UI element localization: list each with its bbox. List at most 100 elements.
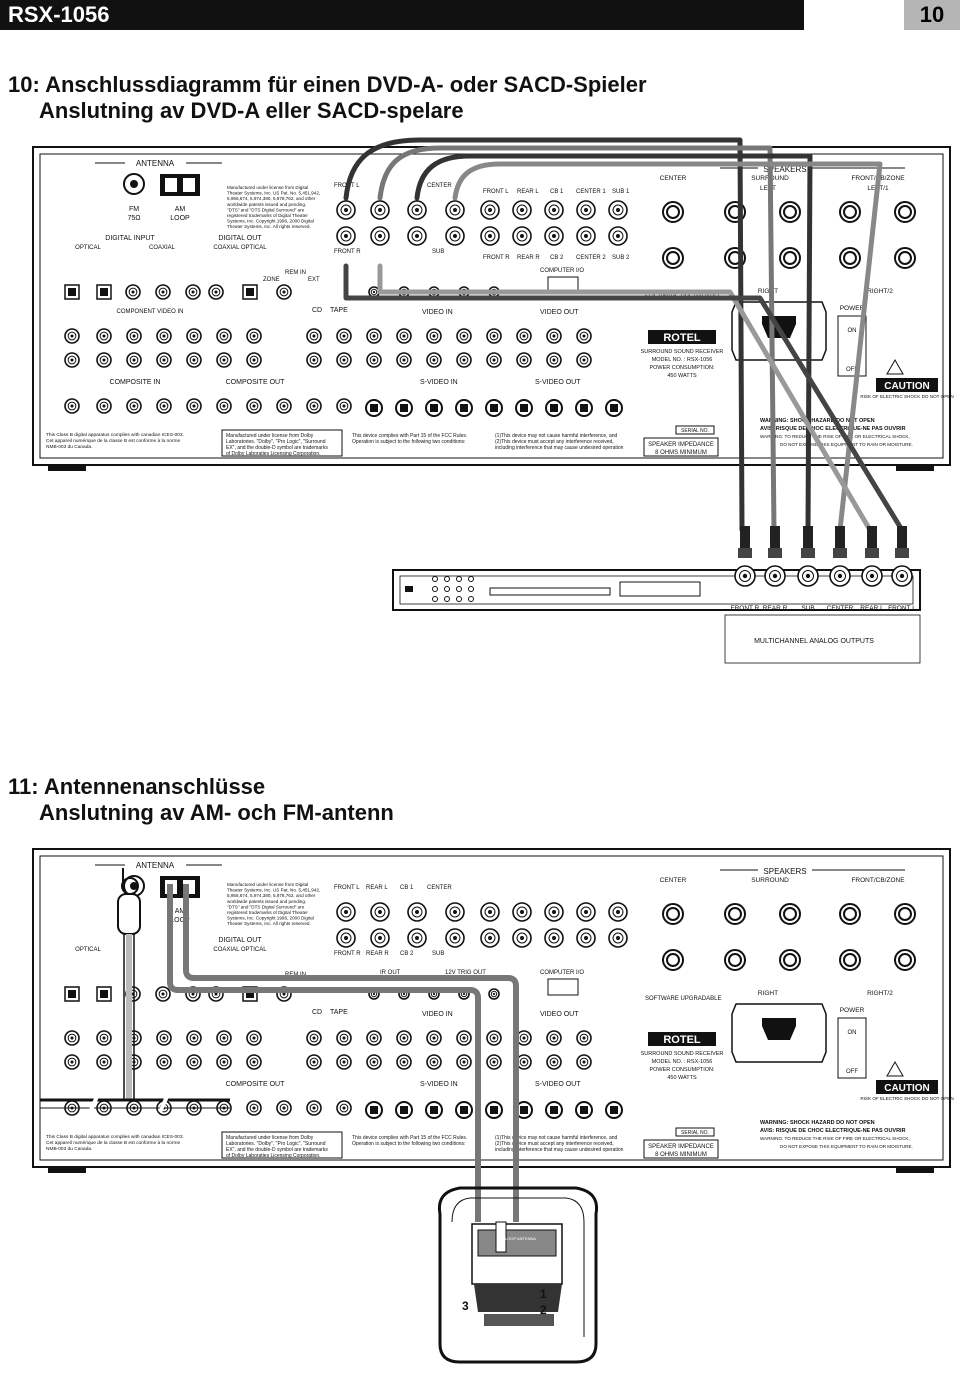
- rca-jack: [797, 565, 819, 587]
- rca-jack: [96, 1030, 112, 1046]
- fm-ohm-label: 75Ω: [127, 215, 140, 222]
- rotel-logo-2: ROTEL: [663, 1034, 701, 1046]
- fcc-text: This device complies with Part 15 of the…: [352, 433, 469, 445]
- rca-jack: [456, 328, 472, 344]
- multi-cb1-2: CB 1: [400, 885, 414, 891]
- rca-jack: [366, 352, 382, 368]
- rca-jack: [64, 328, 80, 344]
- rca-jack: [396, 1054, 412, 1070]
- multi-front-r-2: FRONT R: [334, 951, 361, 957]
- multi-center-2: CENTER: [427, 885, 452, 891]
- video-out-label-2: VIDEO OUT: [540, 1011, 579, 1018]
- rca-jack: [576, 928, 596, 948]
- caution-label-2: CAUTION: [884, 1083, 930, 1094]
- rca-jack: [445, 200, 465, 220]
- section-11-title-sv: Anslutning av AM- och FM-antenn: [39, 800, 394, 825]
- rca-jack: [480, 928, 500, 948]
- impedance-label-2: SPEAKER IMPEDANCE: [648, 1144, 714, 1150]
- rca-jack: [96, 398, 112, 414]
- am-label-2: AM: [175, 908, 186, 915]
- computer-io-label-2: COMPUTER I/O: [540, 970, 584, 976]
- rca-jack: [155, 284, 171, 300]
- rca-jack: [246, 1054, 262, 1070]
- rca-jack: [370, 200, 390, 220]
- rca-jack: [306, 398, 322, 414]
- speaker-terminal: [724, 949, 746, 971]
- rca-jack: [608, 902, 628, 922]
- model-name: RSX-1056: [0, 0, 124, 30]
- rca-jack: [456, 1054, 472, 1070]
- am-loop-antenna-label: AM LOOP ANTENNA: [498, 1236, 536, 1241]
- step-3: 3: [462, 1299, 469, 1313]
- dts-license-text-2: Manufactured under license from Digital …: [227, 882, 321, 926]
- rca-jack: [336, 328, 352, 344]
- rca-jack: [445, 226, 465, 246]
- rca-jack: [576, 1030, 592, 1046]
- rca-jack: [516, 1030, 532, 1046]
- rca-jack: [336, 1030, 352, 1046]
- zone-label: ZONE: [263, 277, 280, 283]
- rca-plug: [738, 526, 752, 558]
- rca-jack: [480, 902, 500, 922]
- speaker-terminal: [839, 949, 861, 971]
- rca-jack: [544, 200, 564, 220]
- power-consumption: POWER CONSUMPTION:: [649, 365, 715, 371]
- svideo-jack: [485, 1101, 503, 1119]
- antenna-label-2: ANTENNA: [136, 861, 175, 870]
- rca-jack: [276, 1100, 292, 1116]
- speaker-terminal: [894, 247, 916, 269]
- rca-jack: [64, 398, 80, 414]
- speaker-terminal: [779, 903, 801, 925]
- rca-jack: [366, 1030, 382, 1046]
- player-button: [468, 586, 474, 592]
- rca-jack: [512, 226, 532, 246]
- ir-out-label: IR OUT: [380, 970, 401, 976]
- rca-jack: [186, 352, 202, 368]
- rca-jack: [426, 1054, 442, 1070]
- antenna-label: ANTENNA: [136, 159, 175, 168]
- player-output-label: FRONT R: [731, 605, 760, 612]
- fcc-conditions-2: (1)This device may not cause harmful int…: [495, 1135, 624, 1153]
- speaker-terminal: [662, 247, 684, 269]
- serial-label-2: SERIAL NO.: [681, 1130, 709, 1136]
- rca-jack: [336, 398, 352, 414]
- section-10-title-sv: Anslutning av DVD-A eller SACD-spelare: [39, 98, 464, 123]
- dvd-connection-diagram: ANTENNA FM 75Ω AM LOOP Manufactured unde…: [32, 137, 954, 664]
- speaker-terminal: [894, 903, 916, 925]
- rca-plug: [833, 526, 847, 558]
- rca-jack: [276, 284, 292, 300]
- multi-front-r: FRONT R: [334, 249, 361, 255]
- fcc-conditions: (1)This device may not cause harmful int…: [495, 433, 624, 451]
- caution-label: CAUTION: [884, 381, 930, 392]
- rca-jack: [306, 1100, 322, 1116]
- speaker-terminal: [662, 903, 684, 925]
- page-number: 10: [904, 0, 960, 30]
- rca-jack: [96, 328, 112, 344]
- digital-out-label: DIGITAL OUT: [218, 235, 262, 242]
- surround-right-label: RIGHT: [758, 288, 778, 295]
- video-in-label-2: VIDEO IN: [422, 1011, 453, 1018]
- rca-plug: [801, 526, 815, 558]
- rca-plug: [895, 526, 909, 558]
- rem-in-label: REM IN: [285, 270, 306, 276]
- impedance-min: 8 OHMS MINIMUM: [655, 450, 707, 456]
- section-11-title-de: 11: Antennenanschlüsse: [8, 774, 266, 799]
- speaker-terminal: [839, 247, 861, 269]
- rca-jack: [216, 352, 232, 368]
- rca-jack: [370, 928, 390, 948]
- rca-jack: [96, 1054, 112, 1070]
- optical-port: [96, 986, 112, 1002]
- warning-line3: WARNING: TO REDUCE THE RISK OF FIRE OR E…: [760, 434, 910, 439]
- rca-jack: [156, 328, 172, 344]
- right2-label-2: RIGHT/2: [867, 990, 893, 997]
- rca-jack: [246, 352, 262, 368]
- pre-front-l: FRONT L: [483, 189, 509, 195]
- svideo-jack: [545, 399, 563, 417]
- rca-jack: [407, 928, 427, 948]
- rca-jack: [96, 352, 112, 368]
- fcc-text-2: This device complies with Part 15 of the…: [352, 1135, 469, 1147]
- rca-jack: [456, 352, 472, 368]
- power-consumption-2: POWER CONSUMPTION:: [649, 1067, 715, 1073]
- warning-line1-2: WARNING: SHOCK HAZARD DO NOT OPEN: [760, 1120, 875, 1126]
- multi-rear-r-2: REAR R: [366, 951, 389, 957]
